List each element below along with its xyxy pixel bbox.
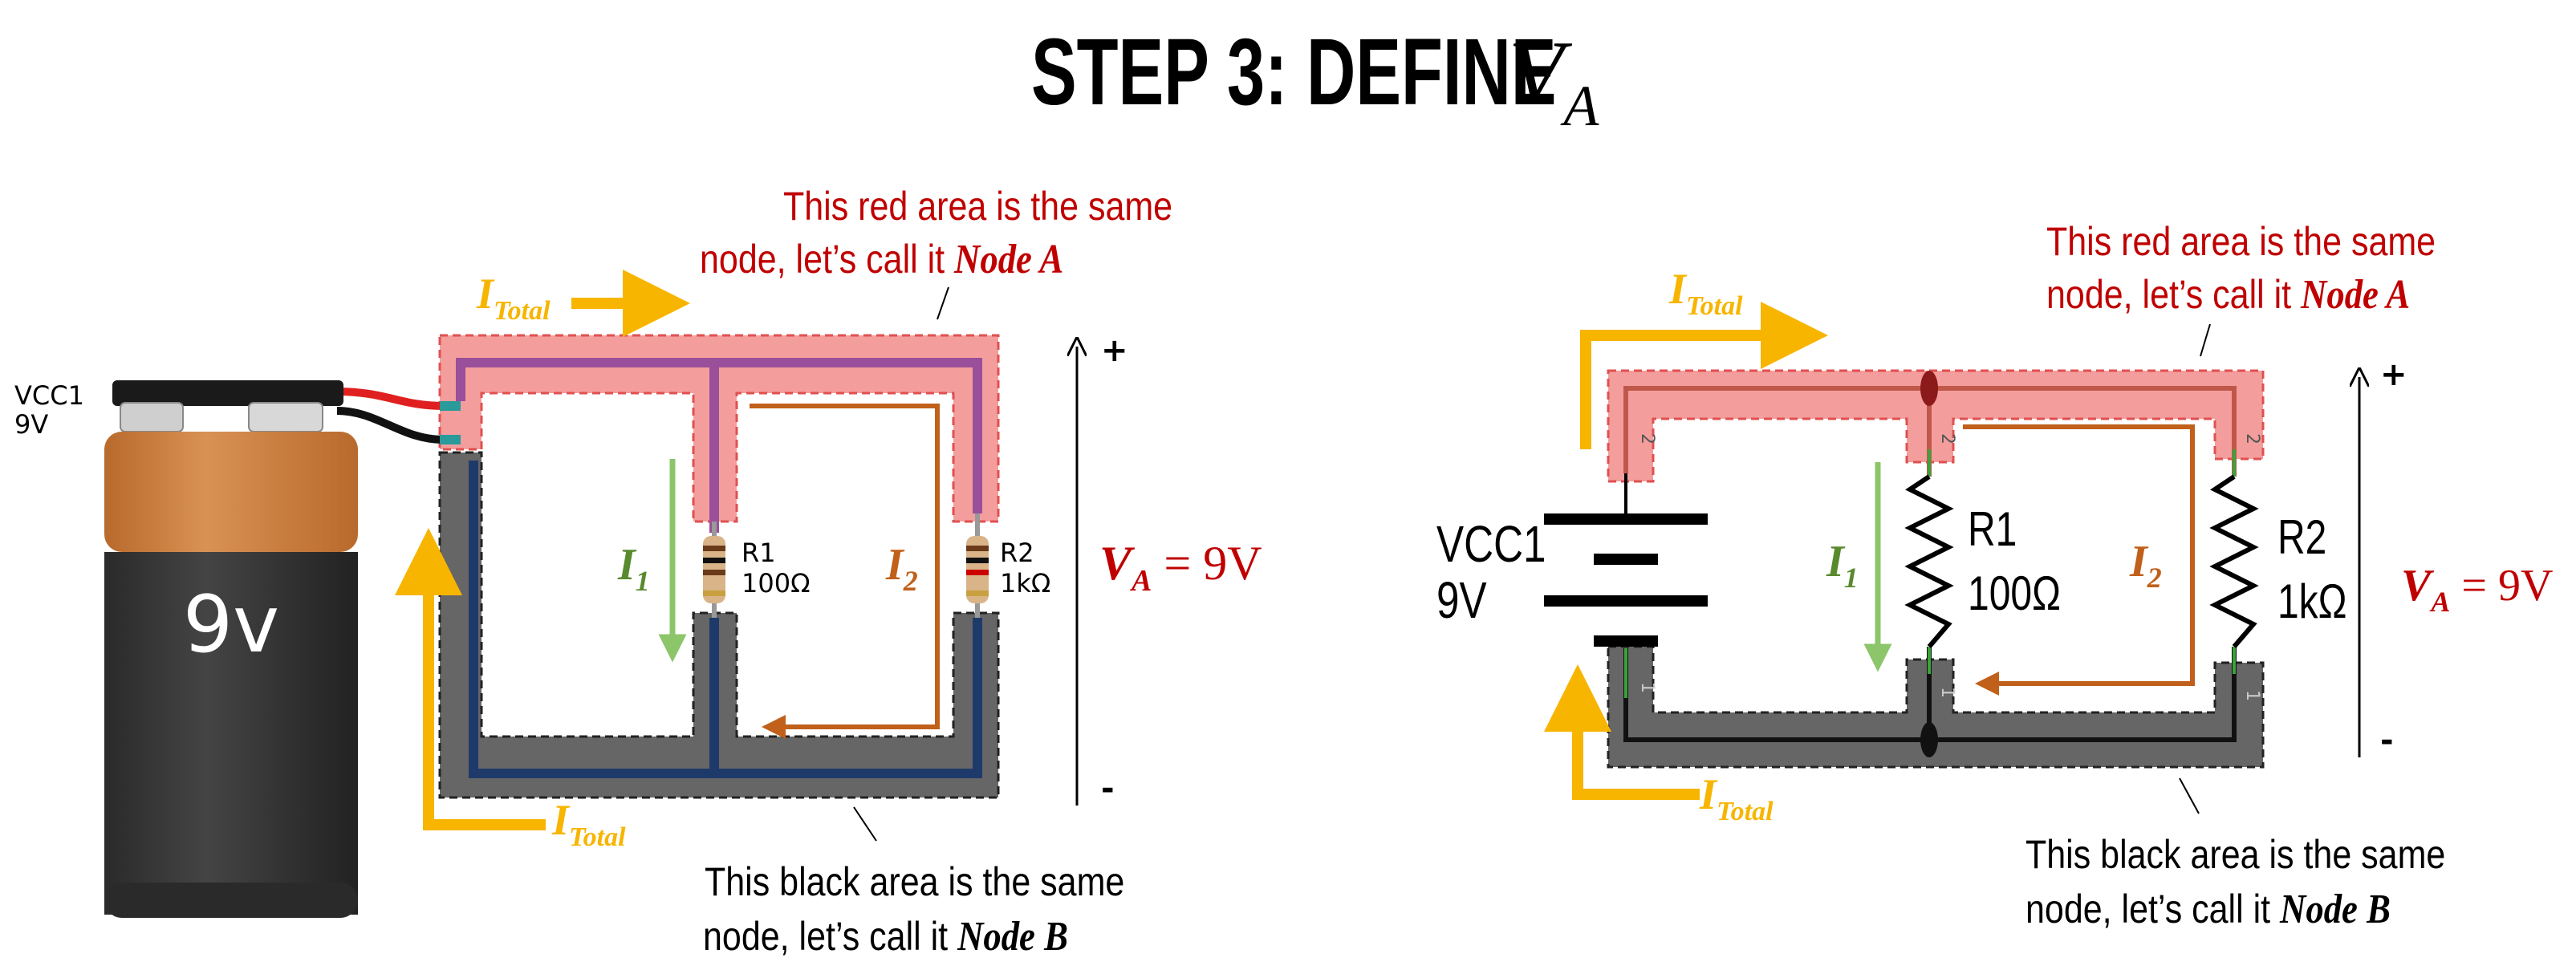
left-minus: - <box>1101 770 1115 807</box>
left-wire-b <box>469 461 982 778</box>
left-i2-label: I2 <box>885 540 918 597</box>
right-node-b-note-line2: node, let’s call it Node B <box>2025 887 2391 932</box>
left-node-b-pointer <box>853 806 877 842</box>
left-node-a-note-line1: This red area is the same <box>783 184 1172 229</box>
right-node-a-pointer <box>2200 323 2211 357</box>
left-plus: + <box>1101 332 1128 369</box>
left-r2-value: 1kΩ <box>1000 568 1050 599</box>
right-pin-1-r1: 1 <box>1937 687 1957 698</box>
right-node-a-area <box>1607 369 2265 483</box>
connector-top <box>440 401 461 411</box>
right-r1-value: 100Ω <box>1968 566 2061 620</box>
connector-bottom <box>440 435 461 444</box>
left-r1-value: 100Ω <box>742 568 811 599</box>
right-junction-bottom <box>1920 722 1938 757</box>
right-itotal-top-label: ITotal <box>1668 265 1743 321</box>
left-itotal-bottom-arrow <box>395 528 546 830</box>
right-node-a-note-line2: node, let’s call it Node A <box>2046 272 2410 318</box>
right-node-a-note-line1: This red area is the same <box>2046 219 2436 264</box>
battery-9v: 9v <box>104 380 358 918</box>
right-node-b-pointer <box>2179 777 2200 814</box>
right-pin-1-r2: 1 <box>2242 690 2262 701</box>
left-itotal-top-label: ITotal <box>476 270 551 326</box>
left-node-b-note-line1: This black area is the same <box>705 859 1124 904</box>
right-battery-symbol <box>1544 513 1708 647</box>
left-vcc-value: 9V <box>14 409 48 440</box>
left-node-a-pointer <box>937 286 949 320</box>
left-i1-label: I1 <box>617 540 650 597</box>
left-itotal-bottom-label: ITotal <box>551 796 626 852</box>
right-plus: + <box>2380 356 2407 393</box>
left-resistor-r2 <box>966 513 989 618</box>
right-i2-label: I2 <box>2129 537 2162 594</box>
right-itotal-bottom-label: ITotal <box>1699 770 1774 826</box>
right-i2-arrow <box>1963 424 2195 696</box>
right-pin-1-batt: 1 <box>1637 682 1657 693</box>
right-vcc-name: VCC1 <box>1436 517 1546 574</box>
left-node-a-note-line2: node, let’s call it Node A <box>700 237 1063 282</box>
left-resistor-r1 <box>703 522 725 618</box>
right-vcc-value: 9V <box>1436 573 1487 630</box>
right-r1-name: R1 <box>1968 502 2017 556</box>
left-va-equation: VA = 9V <box>1099 537 1262 598</box>
right-pin-2-r2: 2 <box>2242 433 2262 444</box>
right-diagram: VCC1 9V R1 100Ω R2 1kΩ 2 2 2 1 1 1 ITota… <box>1436 219 2553 932</box>
right-node-b-area <box>1607 645 2265 769</box>
left-diagram: 9v VCC1 9V R1 100Ω R2 1kΩ <box>14 184 1262 960</box>
right-node-b-note-line1: This black area is the same <box>2025 832 2445 877</box>
title-prefix: STEP 3: DEFINE <box>1031 18 1557 124</box>
page-title: STEP 3: DEFINE <box>1031 18 1557 124</box>
battery-label: 9v <box>183 579 279 671</box>
left-vcc-name: VCC1 <box>14 380 84 411</box>
battery-black-lead <box>336 407 444 444</box>
title-variable: VA <box>1509 23 1599 138</box>
right-va-equation: VA = 9V <box>2401 561 2553 618</box>
right-r2-name: R2 <box>2277 510 2326 564</box>
right-itotal-bottom-arrow <box>1544 664 1700 800</box>
right-r2-value: 1kΩ <box>2277 574 2347 628</box>
left-r2-name: R2 <box>1000 538 1034 568</box>
right-pin-2-batt: 2 <box>1637 433 1657 444</box>
right-i1-label: I1 <box>1826 537 1859 594</box>
right-resistor-r1 <box>1904 474 1954 648</box>
right-resistor-r2 <box>2209 474 2259 648</box>
right-junction-top <box>1920 371 1938 406</box>
left-i2-arrow <box>750 404 940 739</box>
battery-red-lead <box>336 388 444 410</box>
right-pin-2-r1: 2 <box>1937 433 1957 444</box>
left-node-b-note-line2: node, let’s call it Node B <box>703 914 1068 960</box>
right-itotal-top-arrow <box>1580 302 1828 449</box>
left-r1-name: R1 <box>742 538 776 568</box>
right-minus: - <box>2380 722 2394 759</box>
